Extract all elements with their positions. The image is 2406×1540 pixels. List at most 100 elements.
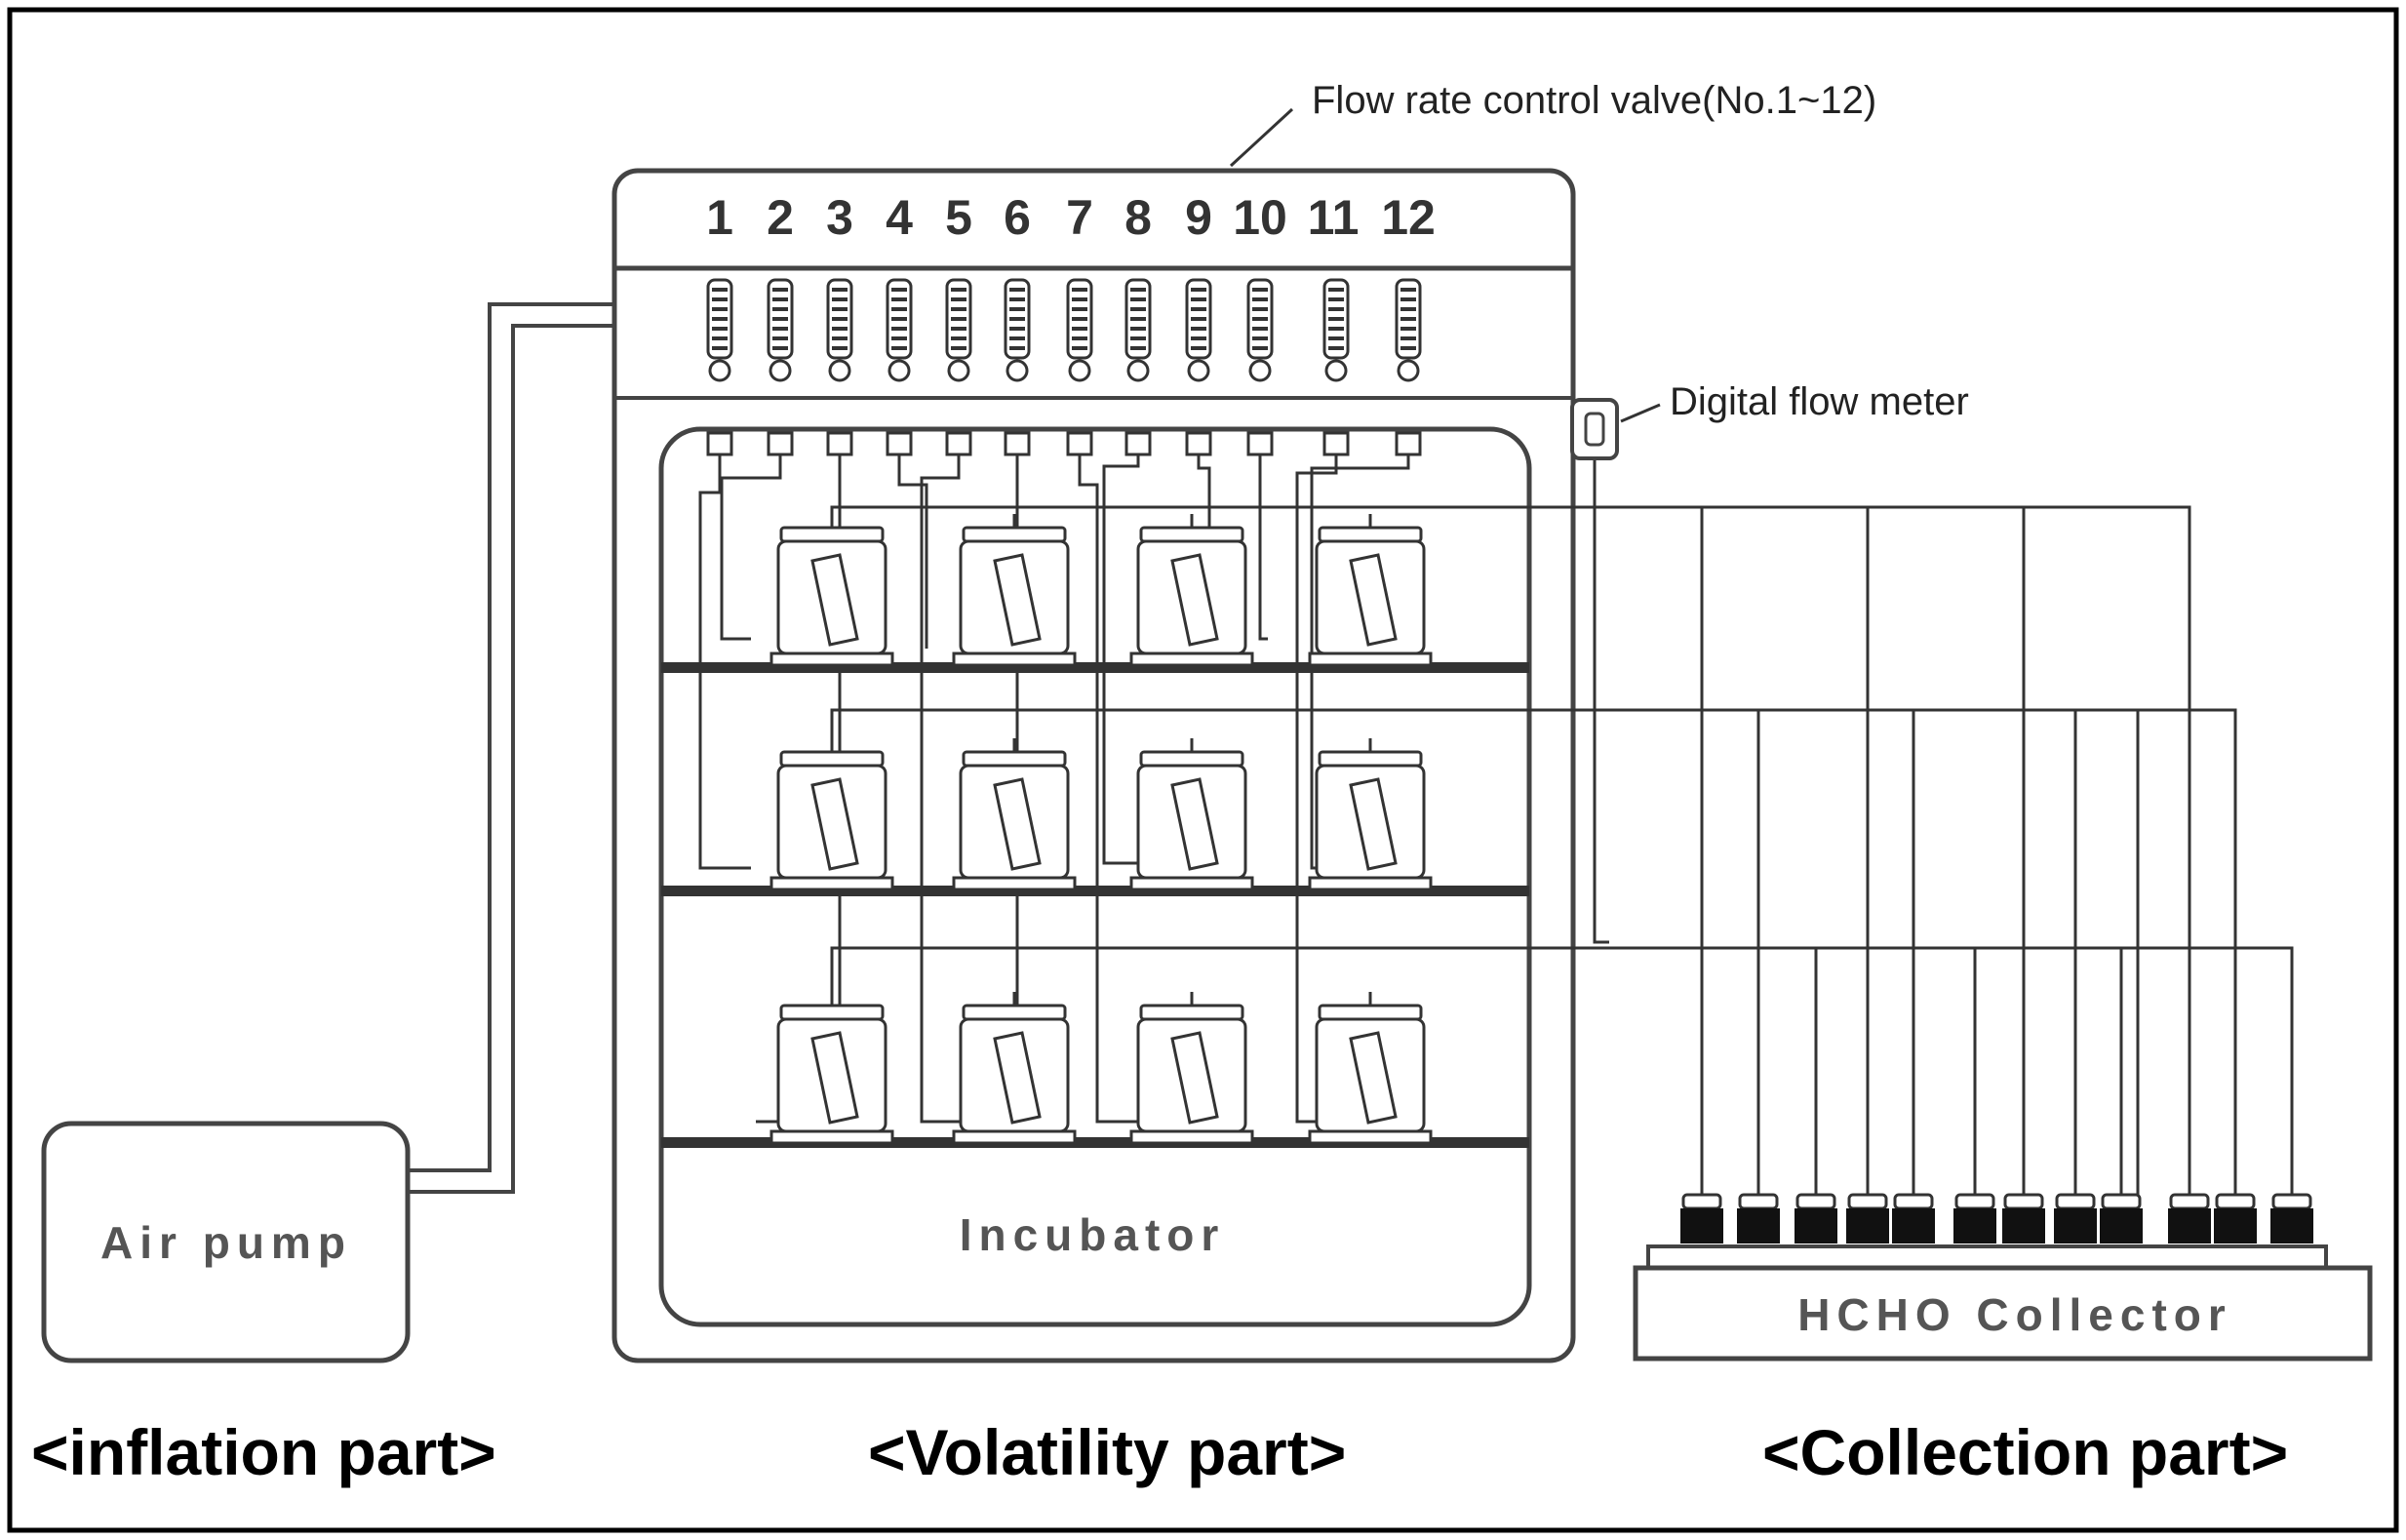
chamber-lid <box>1139 1004 1244 1021</box>
test-chamber <box>952 514 1077 667</box>
chamber-lid <box>1139 526 1244 543</box>
collector-cartridge <box>1795 1193 1837 1244</box>
chamber-base <box>1129 652 1254 667</box>
cartridge-body <box>1795 1208 1837 1244</box>
valve-number-row: 1 2 3 4 5 6 7 8 9 10 11 12 <box>706 190 1436 245</box>
hcho-collector-label: HCHO Collector <box>1797 1289 2232 1340</box>
valve-number: 11 <box>1308 190 1360 245</box>
flow-valve <box>886 278 913 456</box>
cartridge-cap <box>2003 1193 2044 1210</box>
cartridge-cap <box>1795 1193 1836 1210</box>
flow-valve <box>706 278 733 456</box>
valve-outlet-nozzle <box>1066 431 1093 456</box>
cartridge-body <box>1846 1208 1889 1244</box>
valve-knob <box>1068 359 1091 382</box>
cartridge-body <box>1737 1208 1780 1244</box>
cartridge-cap <box>2215 1193 2256 1210</box>
cartridge-body <box>1680 1208 1723 1244</box>
shelf-middle <box>661 886 1529 896</box>
valve-knob <box>1397 359 1420 382</box>
valve-number: 4 <box>886 190 913 245</box>
chamber-grid <box>769 514 1433 1145</box>
tubing-lines <box>698 454 2294 1204</box>
valve-number: 1 <box>706 190 733 245</box>
valve-number: 2 <box>767 190 794 245</box>
chamber-sample-board <box>1349 1031 1398 1125</box>
chamber-sample-board <box>810 553 859 647</box>
chamber-sample-board <box>810 1031 859 1125</box>
flow-valve <box>767 278 794 456</box>
valve-number: 6 <box>1004 190 1031 245</box>
incubator-box <box>658 426 1532 1327</box>
valve-knob <box>947 359 970 382</box>
valve-outlet-nozzle <box>1185 431 1212 456</box>
collector-cartridge <box>2054 1193 2097 1244</box>
collector-cartridges <box>1680 1193 2313 1244</box>
chamber-lid <box>1318 750 1423 768</box>
tube-line <box>1102 454 1151 865</box>
tube-line <box>1258 454 1268 641</box>
valve-knob <box>1006 359 1029 382</box>
chamber-sample-board <box>1349 777 1398 871</box>
chamber-lid <box>779 526 885 543</box>
digital-flow-meter-window <box>1584 412 1605 447</box>
valve-knob <box>1324 359 1348 382</box>
valve-outlet-nozzle <box>886 431 913 456</box>
flow-valve <box>1395 278 1422 456</box>
flow-valve-label: Flow rate control valve(No.1~12) <box>1312 79 1876 122</box>
collector-cartridge <box>2168 1193 2211 1244</box>
chamber-sample-board <box>1170 1031 1219 1125</box>
flow-valve <box>1004 278 1031 456</box>
valve-outlet-nozzle <box>1322 431 1350 456</box>
valve-knob <box>769 359 792 382</box>
chamber-base <box>769 652 894 667</box>
chamber-base <box>1308 1129 1433 1145</box>
shelf-bottom <box>661 1137 1529 1148</box>
valve-outlet-nozzle <box>826 431 853 456</box>
cartridge-body <box>2054 1208 2097 1244</box>
chamber-lid <box>1318 526 1423 543</box>
chamber-sample-board <box>993 777 1042 871</box>
volatility-part-caption: <Volatility part> <box>868 1416 1346 1488</box>
air-supply-tube-outer <box>408 302 614 1172</box>
chamber-base <box>952 1129 1077 1145</box>
test-chamber <box>1129 514 1254 667</box>
collector-cartridge <box>1737 1193 1780 1244</box>
digital-flow-meter <box>1570 398 1619 460</box>
cartridge-cap <box>1681 1193 1722 1210</box>
air-supply-tube-inner <box>408 324 614 1194</box>
test-chamber <box>952 738 1077 891</box>
cartridge-cap <box>2101 1193 2142 1210</box>
flow-valve <box>1322 278 1350 456</box>
chamber-sample-board <box>810 777 859 871</box>
test-chamber <box>1308 514 1433 667</box>
chamber-sample-board <box>993 1031 1042 1125</box>
collector-cartridge <box>1953 1193 1996 1244</box>
chamber-base <box>1308 652 1433 667</box>
valve-outlet-nozzle <box>767 431 794 456</box>
collector-cartridge <box>2214 1193 2257 1244</box>
cartridge-body <box>1953 1208 1996 1244</box>
cartridge-body <box>2168 1208 2211 1244</box>
collection-part-caption: <Collection part> <box>1762 1416 2288 1488</box>
test-chamber <box>1129 992 1254 1145</box>
incubator-label: Incubator <box>960 1209 1226 1260</box>
tube-line <box>830 946 2294 1204</box>
air-pump-box <box>41 1121 411 1363</box>
valve-number: 8 <box>1124 190 1152 245</box>
chamber-base <box>952 876 1077 891</box>
chamber-lid <box>962 526 1067 543</box>
cartridge-cap <box>1893 1193 1934 1210</box>
chamber-lid <box>1318 1004 1423 1021</box>
chamber-lid <box>779 1004 885 1021</box>
valve-number: 5 <box>945 190 972 245</box>
valve-outlet-nozzle <box>1246 431 1274 456</box>
flow-valve-row <box>706 278 1422 456</box>
chamber-lid <box>779 750 885 768</box>
test-chamber <box>1308 992 1433 1145</box>
cartridge-cap <box>1738 1193 1779 1210</box>
cartridge-body <box>2214 1208 2257 1244</box>
chamber-sample-board <box>1170 553 1219 647</box>
flow-valve <box>1246 278 1274 456</box>
